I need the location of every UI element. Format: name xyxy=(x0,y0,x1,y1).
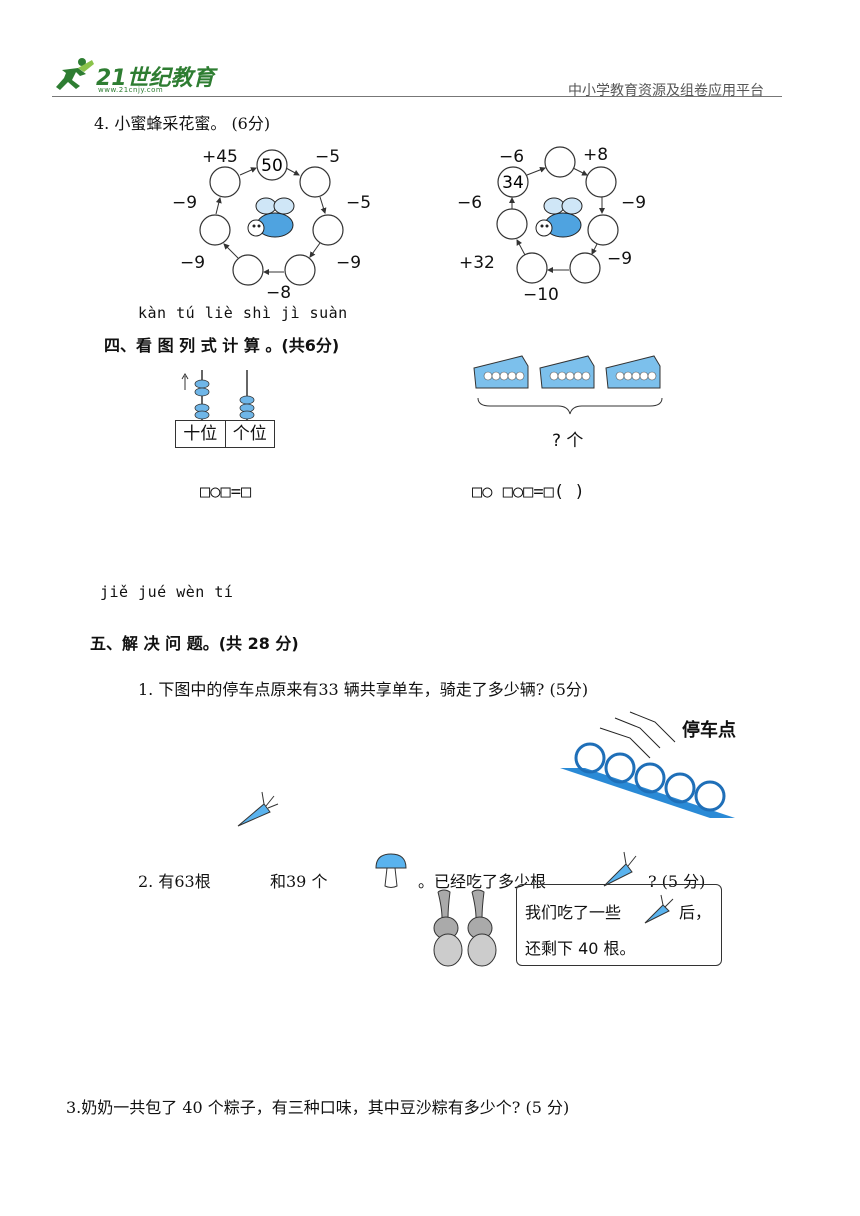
formula-left: □○□=□ xyxy=(200,482,252,502)
svg-text:−9: −9 xyxy=(172,193,197,213)
section4-title: 四、看 图 列 式 计 算 。(共6分) xyxy=(104,336,340,355)
runner-logo-icon xyxy=(56,58,94,90)
svg-text:−9: −9 xyxy=(180,253,205,273)
logo: 21世纪教育 www.21cnjy.com xyxy=(52,56,222,96)
svg-text:+45: +45 xyxy=(202,147,238,167)
carrot-icon-2 xyxy=(603,851,637,887)
site-name: 中小学教育资源及组卷应用平台 xyxy=(568,83,764,99)
bicycles-image xyxy=(560,711,735,818)
svg-text:+32: +32 xyxy=(459,253,495,273)
svg-text:−6: −6 xyxy=(499,147,524,167)
q4-title: 4. 小蜜蜂采花蜜。 (6分) xyxy=(94,114,271,133)
section4-pinyin: kàn tú liè shì jì suàn xyxy=(138,304,348,322)
brace-icon xyxy=(477,397,663,415)
section5-pinyin: jiě jué wèn tí xyxy=(100,583,234,601)
svg-text:−8: −8 xyxy=(266,283,291,303)
parking-sign: 停车点 xyxy=(682,720,736,741)
svg-text:−5: −5 xyxy=(346,193,371,213)
bee-icon xyxy=(247,197,295,238)
abacus: 十位 个位 xyxy=(175,370,275,450)
speech-bubble: 我们吃了一些 后， 还剩下 40 根。 xyxy=(516,884,722,966)
carrot-icon-3 xyxy=(644,894,674,924)
ring-left-start: 50 xyxy=(261,156,283,176)
bee-icon xyxy=(535,197,583,238)
problem-2-part-a: 2. 有63根 xyxy=(138,872,211,891)
ring-right-start: 34 xyxy=(502,173,524,193)
carrot-icon xyxy=(237,791,279,827)
logo-text: 21世纪教育 xyxy=(96,66,215,91)
problem-1: 1. 下图中的停车点原来有33 辆共享单车，骑走了多少辆? (5分) xyxy=(138,680,589,699)
cartons-question: ? 个 xyxy=(552,431,584,451)
svg-text:−9: −9 xyxy=(621,193,646,213)
tens-label: 十位 xyxy=(176,421,226,447)
logo-url: www.21cnjy.com xyxy=(98,86,164,94)
bubble-line-1b: 后， xyxy=(679,903,712,922)
bee-ring-right: 34 −6 +8 −6 −9 +32 −9 −10 xyxy=(457,145,646,305)
svg-text:−5: −5 xyxy=(315,147,340,167)
svg-text:+8: +8 xyxy=(583,145,608,165)
header-rule xyxy=(52,96,782,97)
problem-3: 3.奶奶一共包了 40 个粽子，有三种口味，其中豆沙粽有多少个? (5 分) xyxy=(66,1098,570,1117)
rabbits-image xyxy=(433,889,497,967)
egg-cartons xyxy=(473,355,663,415)
mushroom-icon xyxy=(375,853,407,888)
formula-right: □○ □○□=□( ) xyxy=(472,482,585,502)
svg-text:−9: −9 xyxy=(607,249,632,269)
abacus-icon xyxy=(181,370,255,420)
bee-ring-left: 50 +45 −5 −9 −5 −9 −9 −8 xyxy=(172,147,371,303)
svg-text:−9: −9 xyxy=(336,253,361,273)
bubble-line-2: 还剩下 40 根。 xyxy=(525,939,636,958)
problem-2-part-b: 和39 个 xyxy=(270,872,328,891)
ones-label: 个位 xyxy=(232,424,267,444)
abacus-label-box: 十位 个位 xyxy=(175,420,275,448)
problem-2-part-d: ? (5 分) xyxy=(648,872,706,891)
problem-2-part-c: 。已经吃了多少根 xyxy=(418,872,547,891)
svg-text:−10: −10 xyxy=(523,285,559,305)
section5-title: 五、解 决 问 题。(共 28 分) xyxy=(90,634,299,653)
bubble-line-1a: 我们吃了一些 xyxy=(525,903,622,922)
svg-text:−6: −6 xyxy=(457,193,482,213)
